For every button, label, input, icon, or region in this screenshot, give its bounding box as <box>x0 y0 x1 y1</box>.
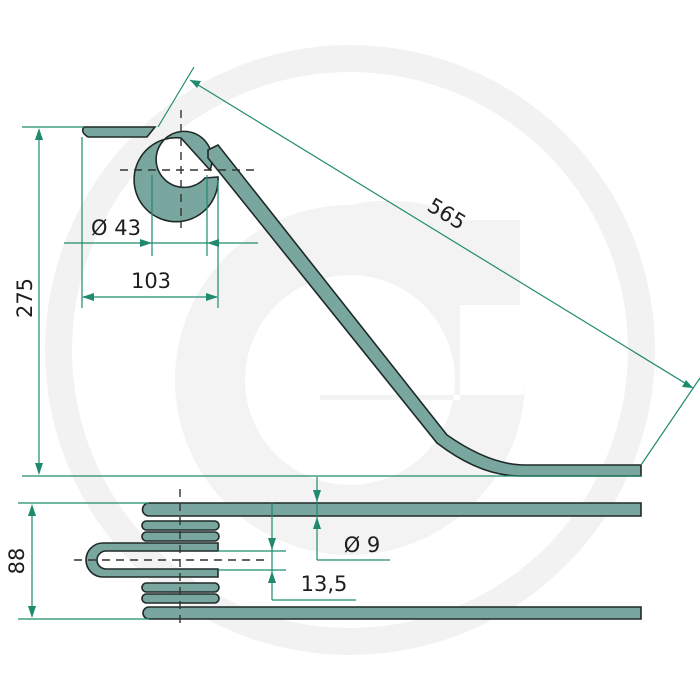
tine-arm <box>207 143 642 477</box>
dimension-103: 103 <box>131 269 171 293</box>
dimension-13-5: 13,5 <box>301 572 348 596</box>
loop-bend <box>85 542 219 578</box>
tine-body <box>81 126 157 138</box>
dimension-275: 275 <box>13 278 37 318</box>
watermark-logo <box>45 45 655 655</box>
lower-tine <box>142 606 642 620</box>
dimension-88: 88 <box>5 548 29 575</box>
dimension-diameter-9: Ø 9 <box>344 533 381 557</box>
coil-loop <box>133 130 219 223</box>
dimension-diameter-43: Ø 43 <box>91 216 141 240</box>
upper-tine <box>141 502 642 517</box>
top-view: 88 Ø 9 13,5 <box>5 477 642 626</box>
